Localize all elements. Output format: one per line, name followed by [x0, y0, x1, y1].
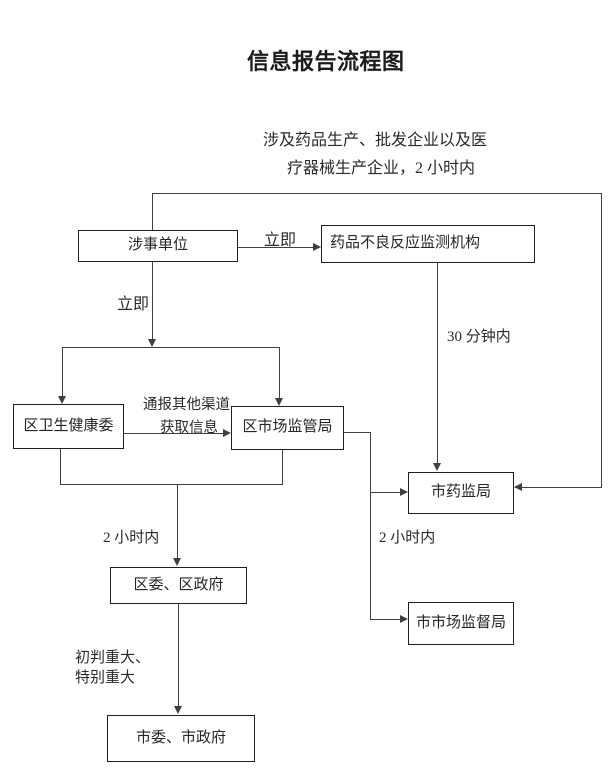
edge-health-to-market	[124, 433, 224, 435]
edge-market-down	[282, 450, 284, 485]
page-title: 信息报告流程图	[247, 49, 405, 74]
edge-into-citydrug-left	[370, 492, 401, 494]
node-adr-monitor: 药品不良反应监测机构	[321, 225, 535, 263]
arrowhead-health-to-market	[223, 429, 231, 437]
edge-unit-down	[152, 262, 154, 340]
edge-health-down	[60, 448, 62, 485]
arrowhead-unit-to-adr	[313, 243, 321, 251]
node-district-gov: 区委、区政府	[110, 567, 247, 604]
arrowhead-into-citygov	[174, 706, 182, 714]
edge-adr-down	[437, 263, 439, 464]
arrowhead-into-districtgov	[173, 558, 181, 566]
note-line-1: 涉及药品生产、批发企业以及医	[263, 132, 488, 149]
edge-merge-down	[177, 484, 179, 559]
label-major-line1: 初判重大、	[75, 650, 151, 666]
label-within-30min: 30 分钟内	[447, 329, 511, 345]
label-immediate-down: 立即	[117, 296, 150, 313]
edge-unit-top-vertical	[152, 193, 154, 231]
node-city-market: 市市场监督局	[408, 602, 514, 645]
node-involved-unit: 涉事单位	[78, 230, 238, 262]
arrowhead-into-citydrug-left	[400, 488, 408, 496]
label-immediate-right: 立即	[264, 232, 297, 249]
label-within-2h-left: 2 小时内	[103, 530, 160, 546]
edge-districtgov-down	[178, 604, 180, 707]
edge-top-horizontal	[152, 193, 602, 195]
edge-into-citymarket	[370, 619, 401, 621]
arrowhead-adr-down	[433, 463, 441, 471]
node-city-drug: 市药监局	[408, 472, 514, 514]
edge-unit-to-adr	[238, 247, 316, 249]
edge-split-horizontal	[62, 347, 280, 349]
label-notify-line1: 通报其他渠道	[143, 397, 230, 413]
edge-split-right-down	[279, 347, 281, 399]
node-district-market: 区市场监管局	[231, 406, 344, 450]
label-major-line2: 特别重大	[75, 670, 136, 686]
label-notify-line2: 获取信息	[160, 420, 218, 436]
label-within-2h-right: 2 小时内	[379, 530, 436, 546]
edge-split-left-down	[62, 347, 64, 397]
arrowhead-into-health	[58, 396, 66, 404]
arrowhead-unit-down	[148, 339, 156, 347]
edge-branch-right-vertical	[370, 432, 372, 620]
arrowhead-into-market	[275, 398, 283, 406]
node-city-gov: 市委、市政府	[107, 715, 255, 762]
edge-right-vertical	[601, 193, 603, 488]
edge-market-right	[344, 432, 371, 434]
edge-into-citydrug-right	[515, 487, 602, 489]
node-district-health: 区卫生健康委	[13, 404, 124, 449]
arrowhead-into-citydrug-right	[514, 483, 522, 491]
arrowhead-into-citymarket	[400, 615, 408, 623]
note-line-2: 疗器械生产企业，2 小时内	[287, 160, 476, 177]
edge-merge-horizontal	[60, 484, 283, 486]
